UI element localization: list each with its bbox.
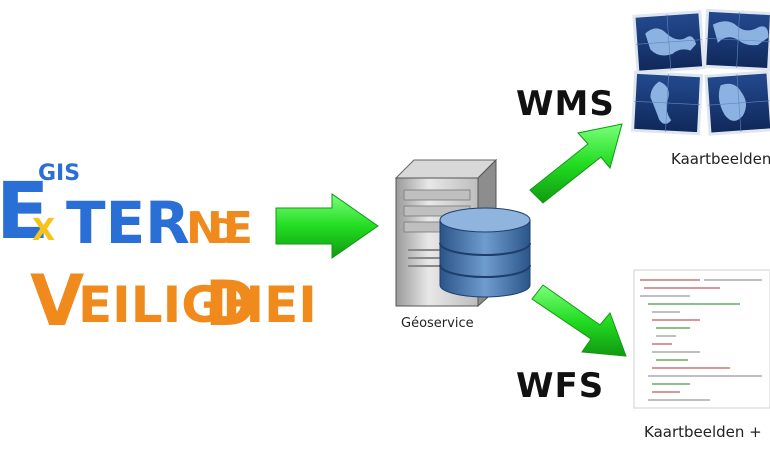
- arrow-to-wms: [529, 123, 623, 204]
- wfs-label: WFS: [516, 366, 605, 406]
- svg-text:TER: TER: [66, 189, 190, 257]
- svg-text:GIS: GIS: [38, 161, 80, 186]
- world-map-tiles-icon: [631, 8, 770, 136]
- wms-output-label: Kaartbeelden: [671, 150, 770, 168]
- svg-text:X: X: [32, 213, 55, 248]
- svg-text:V: V: [30, 260, 84, 342]
- wms-label: WMS: [516, 84, 615, 124]
- svg-text:D: D: [210, 212, 238, 252]
- egis-logo: E GIS X TER NE D V EILIGHEI D: [0, 161, 317, 342]
- xml-document-icon: [633, 269, 770, 409]
- arrow-to-server: [275, 193, 379, 259]
- svg-text:E: E: [0, 167, 49, 257]
- server-label: Géoservice: [401, 316, 474, 331]
- svg-text:D: D: [205, 267, 256, 340]
- svg-text:NE: NE: [186, 203, 253, 254]
- arrow-to-wfs: [531, 284, 627, 357]
- wfs-output-label: Kaartbeelden +: [644, 423, 762, 441]
- svg-text:EILIGHEI: EILIGHEI: [78, 276, 317, 334]
- database-server-icon: [394, 158, 531, 308]
